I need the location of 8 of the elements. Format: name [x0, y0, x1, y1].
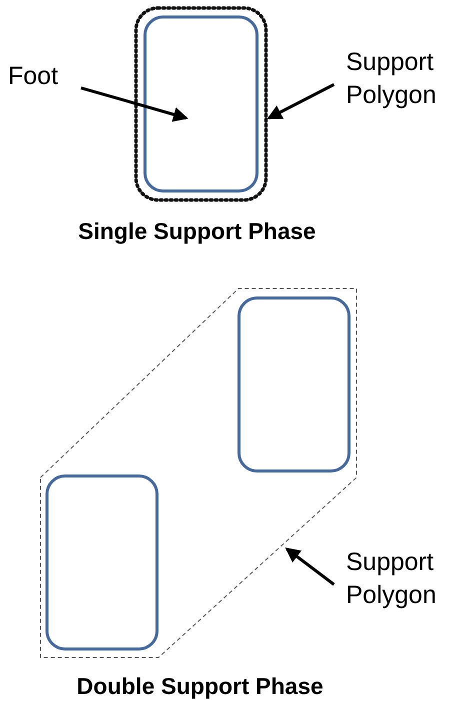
arrow	[266, 83, 335, 120]
callout-label: Support Polygon	[346, 547, 438, 611]
callout-label: Foot	[8, 61, 60, 92]
callout-label: Support Polygon	[346, 47, 438, 111]
phase-caption: Double Support Phase	[76, 672, 324, 701]
phase-caption: Single Support Phase	[77, 217, 317, 246]
arrow	[285, 548, 335, 586]
arrow	[80, 86, 188, 122]
